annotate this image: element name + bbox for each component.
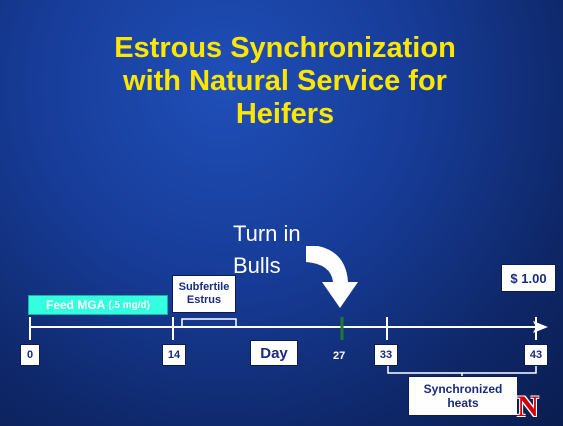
subfertile-line-2: Estrus xyxy=(186,294,222,306)
feed-mga-label: Feed MGA xyxy=(45,298,106,312)
turn-in-arrow xyxy=(306,246,358,308)
feed-mga-dose: (.5 mg/d) xyxy=(108,299,150,311)
title-line-2: with Natural Service for xyxy=(123,65,447,97)
turn-in-label: Turn in xyxy=(233,221,301,246)
day-0-label: 0 xyxy=(20,344,40,366)
sync-line-2: heats xyxy=(447,396,479,410)
synchronized-heats-box: Synchronized heats xyxy=(408,376,518,416)
day-axis-label: Day xyxy=(250,340,298,366)
subfertile-line-1: Subfertile xyxy=(178,281,230,293)
sync-line-1: Synchronized xyxy=(423,382,503,396)
subfertile-bracket xyxy=(181,318,237,327)
nebraska-logo-icon: N xyxy=(517,390,539,423)
day-14-label: 14 xyxy=(162,344,186,366)
price-box: $ 1.00 xyxy=(501,264,556,292)
title-line-3: Heifers xyxy=(235,98,335,130)
title-line-1: Estrous Synchronization xyxy=(114,32,456,64)
slide-title: Estrous Synchronization with Natural Ser… xyxy=(40,32,530,131)
day-27-label: 27 xyxy=(333,350,346,362)
bulls-label: Bulls xyxy=(233,253,281,278)
day-43-label: 43 xyxy=(524,344,548,366)
day-33-label: 33 xyxy=(374,344,398,366)
subfertile-estrus-box: Subfertile Estrus xyxy=(172,275,236,313)
feed-mga-box: Feed MGA (.5 mg/d) xyxy=(28,295,168,315)
